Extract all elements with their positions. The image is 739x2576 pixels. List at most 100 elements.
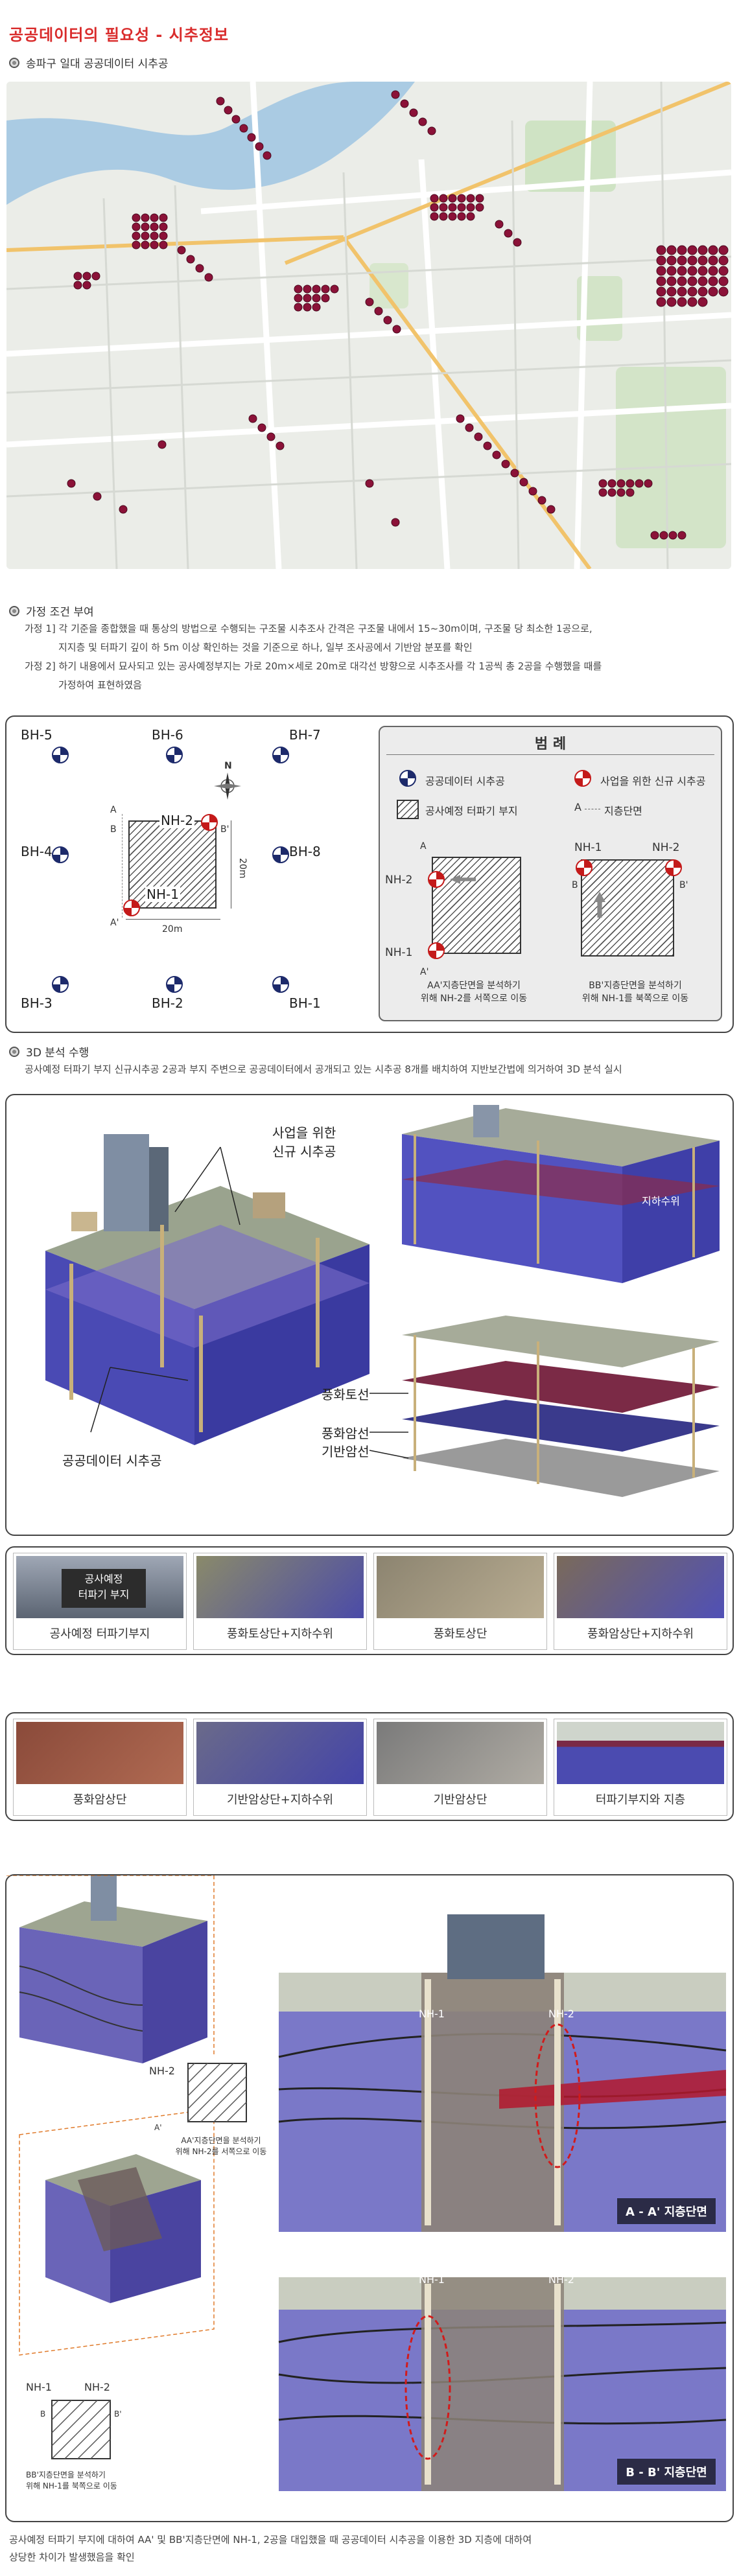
legend-nh2-label: NH-2 bbox=[385, 874, 413, 887]
thumb-card[interactable]: 공사예정 터파기 부지 공사예정 터파기부지 bbox=[13, 1553, 187, 1650]
map-canvas bbox=[6, 82, 731, 569]
bb-mini-b-prime: B' bbox=[114, 2409, 122, 2419]
thumb-overlay: 공사예정 터파기 부지 bbox=[62, 1569, 146, 1608]
roads bbox=[6, 82, 731, 569]
highways bbox=[6, 82, 731, 569]
assumption-subtitle: 가정 조건 부여 bbox=[9, 603, 94, 619]
b-prime-mark: B' bbox=[220, 824, 229, 835]
bb-nh2-label: NH-2 bbox=[548, 2273, 574, 2286]
cluster-center bbox=[294, 284, 401, 334]
legend-section-line: 지층단면 bbox=[604, 805, 642, 817]
analysis-subtitle-text: 3D 분석 수행 bbox=[26, 1047, 89, 1060]
public-bore-icon bbox=[52, 747, 69, 763]
thumb-image bbox=[557, 1722, 724, 1784]
legend-b-prime-mark: B' bbox=[679, 880, 688, 890]
compass-icon bbox=[213, 771, 242, 801]
assumption-text: 가정 1] 각 기준을 종합했을 때 통상의 방법으로 수행되는 구조물 시추조… bbox=[25, 620, 725, 695]
weathered-soil-callout: 풍화토선 bbox=[322, 1387, 370, 1402]
new-bore-callout-line1: 사업을 위한 bbox=[272, 1125, 336, 1141]
public-bore-icon bbox=[272, 846, 289, 863]
aa-mini-note2: 위해 NH-2를 서쪽으로 이동 bbox=[175, 2147, 267, 2156]
new-bore-icon bbox=[665, 859, 682, 876]
public-bore-icon bbox=[52, 976, 69, 993]
thumb-caption: 풍화암상단+지하수위 bbox=[587, 1627, 694, 1641]
aa-mini-a-prime: A' bbox=[154, 2123, 162, 2132]
bedrock-callout: 기반암선 bbox=[322, 1444, 370, 1459]
legend-a-prime-mark: A' bbox=[420, 967, 429, 977]
north-label: N bbox=[224, 761, 232, 771]
nh1-label: NH-1 bbox=[145, 887, 180, 902]
legend-b-mark: B bbox=[572, 880, 578, 890]
dim-horizontal: 20m bbox=[162, 924, 183, 934]
cluster-south bbox=[67, 414, 686, 540]
thumb-image bbox=[377, 1556, 544, 1618]
bh4-label: BH-4 bbox=[21, 844, 53, 859]
minor-roads bbox=[6, 82, 731, 569]
public-bore-icon bbox=[272, 747, 289, 763]
right-top-3d-block bbox=[402, 1105, 720, 1283]
thumb-card[interactable]: 풍화토상단 bbox=[373, 1553, 547, 1650]
thumb-card[interactable]: 터파기부지와 지층 bbox=[554, 1719, 727, 1816]
legend-excavation: 공사예정 터파기 부지 bbox=[425, 805, 518, 817]
thumb-image bbox=[377, 1722, 544, 1784]
left-lower-block bbox=[19, 2108, 215, 2356]
cluster-far-east bbox=[656, 245, 729, 307]
section-line-aa bbox=[122, 814, 123, 918]
thumbnail-row-2: 풍화암상단 기반암상단+지하수위 기반암상단 터파기부지와 지층 bbox=[5, 1712, 734, 1821]
thumb-card[interactable]: 풍화암상단+지하수위 bbox=[554, 1553, 727, 1650]
assumption-line-2: 지지층 및 터파기 깊이 하 5m 이상 확인하는 것을 기준으로 하나, 일부… bbox=[58, 642, 473, 653]
public-bore-callout: 공공데이터 시추공 bbox=[62, 1453, 162, 1468]
thumb-caption: 기반암상단 bbox=[433, 1793, 487, 1807]
thumb-image bbox=[16, 1722, 183, 1784]
model-illustration bbox=[45, 1105, 720, 1497]
legend-new-bore: 사업을 위한 신규 시추공 bbox=[600, 775, 706, 787]
bb-mini-note1: BB'지층단면을 분석하기 bbox=[26, 2470, 106, 2479]
bh2-label: BH-2 bbox=[152, 995, 183, 1011]
assumption-subtitle-text: 가정 조건 부여 bbox=[26, 606, 94, 619]
left-3d-block bbox=[45, 1134, 370, 1445]
thumb-caption: 공사예정 터파기부지 bbox=[49, 1627, 150, 1641]
thumb-image bbox=[196, 1556, 364, 1618]
aa-mini-site bbox=[187, 2063, 247, 2122]
legend-aa-site bbox=[432, 857, 521, 954]
conclusion-line2: 상당한 차이가 발생했음을 확인 bbox=[9, 2551, 135, 2563]
public-bore-icon bbox=[399, 770, 416, 787]
legend-title: 범 례 bbox=[534, 736, 567, 752]
thumb-overlay-line2: 터파기 부지 bbox=[78, 1588, 130, 1601]
public-bore-icon bbox=[52, 846, 69, 863]
aa-mini-nh2: NH-2 bbox=[149, 2065, 175, 2077]
legend-section-mark: A bbox=[574, 801, 581, 813]
bh3-label: BH-3 bbox=[21, 995, 53, 1011]
thumb-caption: 풍화토상단+지하수위 bbox=[226, 1627, 334, 1641]
bh8-label: BH-8 bbox=[289, 844, 321, 859]
thumb-card[interactable]: 기반암상단 bbox=[373, 1719, 547, 1816]
bb-mini-nh2: NH-2 bbox=[84, 2381, 110, 2393]
bh1-label: BH-1 bbox=[289, 995, 321, 1011]
legend-divider bbox=[386, 754, 714, 755]
aa-nh1-label: NH-1 bbox=[419, 2008, 445, 2020]
legend-bb-site bbox=[581, 859, 674, 957]
river bbox=[6, 82, 415, 205]
assumption-line-1: 가정 1] 각 기준을 종합했을 때 통상의 방법으로 수행되는 구조물 시추조… bbox=[25, 623, 592, 634]
thumb-image bbox=[557, 1556, 724, 1618]
borehole-markers bbox=[67, 90, 729, 540]
new-bore-icon bbox=[123, 899, 140, 916]
bullet-icon bbox=[9, 1046, 19, 1057]
assumption-line-4: 가정하여 표현하였음 bbox=[58, 679, 142, 691]
thumb-card[interactable]: 풍화토상단+지하수위 bbox=[193, 1553, 367, 1650]
analysis-subtitle: 3D 분석 수행 bbox=[9, 1043, 89, 1060]
cross-section-frame: NH-2 A' AA'지층단면을 분석하기 위해 NH-2를 서쪽으로 이동 N… bbox=[5, 1874, 734, 2522]
right-bottom-3d-block bbox=[369, 1316, 720, 1497]
new-bore-callout: 사업을 위한 신규 시추공 bbox=[272, 1122, 336, 1160]
legend-aa-caption2: 위해 NH-2를 서쪽으로 이동 bbox=[420, 993, 528, 1004]
analysis-description: 공사예정 터파기 부지 신규시추공 2공과 부지 주변으로 공공데이터에서 공개… bbox=[25, 1063, 622, 1075]
bh6-label: BH-6 bbox=[152, 727, 183, 743]
borehole-map[interactable] bbox=[6, 82, 731, 569]
page-title: 공공데이터의 필요성 - 시추정보 bbox=[9, 26, 229, 44]
thumb-card[interactable]: 기반암상단+지하수위 bbox=[193, 1719, 367, 1816]
public-bore-icon bbox=[272, 976, 289, 993]
bb-mini-note2: 위해 NH-1를 북쪽으로 이동 bbox=[26, 2481, 117, 2490]
map-subtitle: 송파구 일대 공공데이터 시추공 bbox=[9, 54, 169, 71]
new-bore-callout-line2: 신규 시추공 bbox=[272, 1144, 336, 1159]
thumb-card[interactable]: 풍화암상단 bbox=[13, 1719, 187, 1816]
